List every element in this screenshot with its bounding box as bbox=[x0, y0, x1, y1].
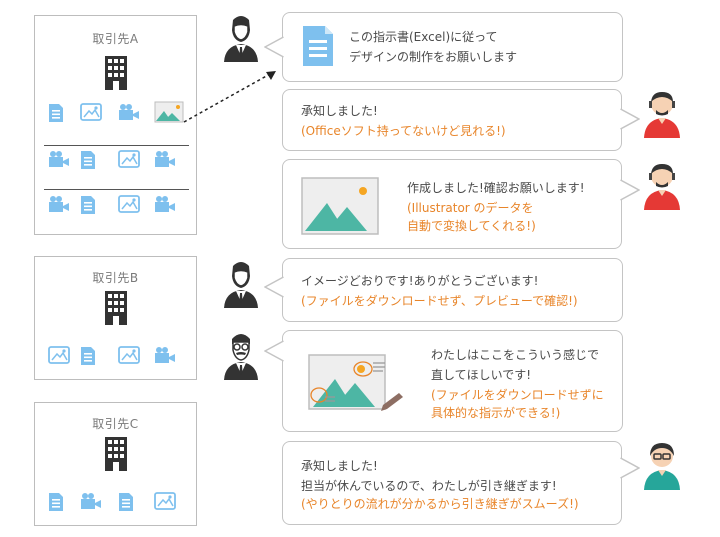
bubble-tail bbox=[620, 108, 640, 130]
image-file-icon bbox=[48, 346, 70, 368]
message-annotation: (ファイルをダウンロードせず、プレビューで確認!) bbox=[301, 294, 578, 308]
document-icon bbox=[80, 150, 96, 174]
video-camera-icon bbox=[80, 492, 102, 514]
client-man-suit-icon bbox=[224, 262, 258, 308]
message-text: デザインの制作をお願いします bbox=[349, 50, 518, 64]
document-icon bbox=[80, 195, 96, 219]
video-camera-icon bbox=[154, 195, 176, 217]
message-annotation: (やりとりの流れが分かるから引き継ぎがスムーズ!) bbox=[301, 497, 579, 511]
document-icon bbox=[80, 346, 96, 370]
bubble-tail bbox=[264, 340, 284, 362]
message-text: 担当が休んでいるので、わたしが引き継ぎます! bbox=[301, 479, 557, 493]
message-bubble-3: 作成しました!確認お願いします! (Illustrator のデータを 自動で変… bbox=[282, 159, 622, 249]
client-b-title: 取引先B bbox=[92, 271, 139, 285]
message-text: 作成しました!確認お願いします! bbox=[407, 181, 585, 195]
client-c-title: 取引先C bbox=[92, 417, 139, 431]
divider bbox=[44, 189, 189, 190]
bubble-tail bbox=[264, 36, 284, 58]
picture-icon bbox=[154, 101, 184, 127]
video-camera-icon bbox=[118, 103, 140, 125]
message-annotation: (Officeソフト持ってないけど見れる!) bbox=[301, 124, 506, 138]
message-bubble-5: わたしはここをこういう感じで 直してほしいです! (ファイルをダウンロードせずに… bbox=[282, 330, 623, 432]
video-camera-icon bbox=[48, 150, 70, 172]
document-icon bbox=[48, 103, 64, 127]
client-man-glasses-icon bbox=[224, 334, 258, 380]
building-icon bbox=[105, 291, 127, 325]
document-icon bbox=[48, 492, 64, 516]
message-text: わたしはここをこういう感じで bbox=[431, 348, 600, 362]
message-text: 承知しました! bbox=[301, 459, 378, 473]
divider bbox=[44, 145, 189, 146]
message-bubble-1: この指示書(Excel)に従って デザインの制作をお願いします bbox=[282, 12, 623, 82]
client-man-suit-icon bbox=[224, 16, 258, 62]
video-camera-icon bbox=[48, 195, 70, 217]
message-annotation: 具体的な指示ができる!) bbox=[431, 406, 561, 420]
document-icon bbox=[303, 26, 333, 66]
bubble-tail bbox=[620, 457, 640, 479]
message-annotation: (ファイルをダウンロードせずに bbox=[431, 388, 604, 402]
image-file-icon bbox=[80, 103, 102, 125]
message-text: この指示書(Excel)に従って bbox=[349, 30, 498, 44]
message-bubble-4: イメージどおりです!ありがとうございます! (ファイルをダウンロードせず、プレビ… bbox=[282, 258, 623, 322]
designer-red-headset-icon bbox=[644, 92, 680, 138]
video-camera-icon bbox=[154, 150, 176, 172]
annotated-picture-icon bbox=[308, 354, 403, 411]
image-file-icon bbox=[154, 492, 176, 514]
image-file-icon bbox=[118, 150, 140, 172]
image-file-icon bbox=[118, 346, 140, 368]
client-a-title: 取引先A bbox=[92, 32, 139, 46]
message-annotation: (Illustrator のデータを bbox=[407, 201, 534, 215]
video-camera-icon bbox=[154, 346, 176, 368]
building-icon bbox=[105, 437, 127, 471]
picture-icon bbox=[301, 177, 379, 235]
image-file-icon bbox=[118, 195, 140, 217]
bubble-tail bbox=[264, 276, 284, 298]
designer-green-glasses-icon bbox=[644, 443, 680, 490]
building-icon bbox=[105, 56, 127, 90]
designer-red-headset-icon bbox=[644, 164, 680, 210]
message-annotation: 自動で変換してくれる!) bbox=[407, 219, 536, 233]
message-bubble-6: 承知しました! 担当が休んでいるので、わたしが引き継ぎます! (やりとりの流れが… bbox=[282, 441, 622, 525]
message-text: 承知しました! bbox=[301, 104, 378, 118]
bubble-tail bbox=[620, 179, 640, 201]
message-text: イメージどおりです!ありがとうございます! bbox=[301, 274, 539, 288]
message-text: 直してほしいです! bbox=[431, 368, 532, 382]
document-icon bbox=[118, 492, 134, 516]
message-bubble-2: 承知しました! (Officeソフト持ってないけど見れる!) bbox=[282, 89, 622, 151]
share-arrow bbox=[183, 71, 276, 123]
